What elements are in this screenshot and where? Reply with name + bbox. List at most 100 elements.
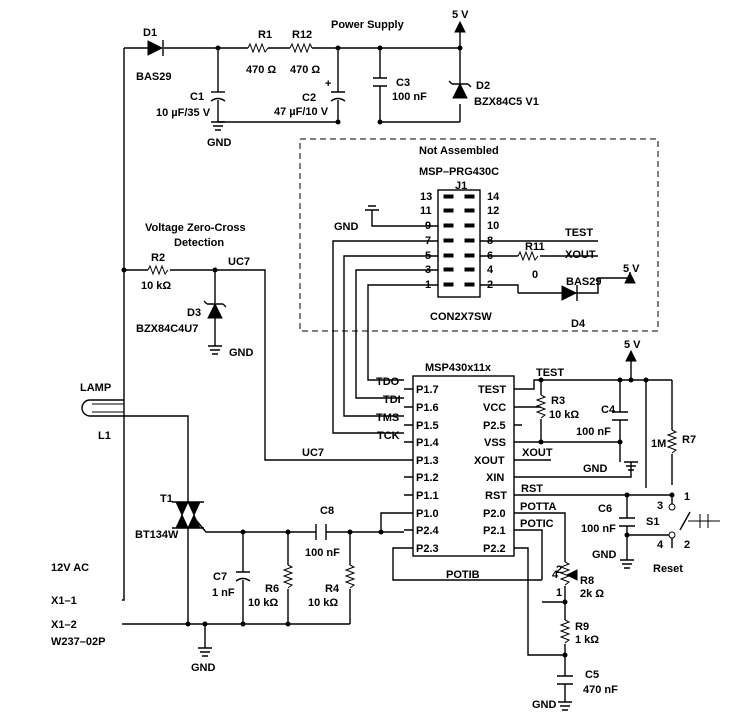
zc-title: Voltage Zero-Cross	[145, 222, 246, 234]
c2-label: C2	[302, 92, 316, 104]
vcc-conn-label: 5 V	[623, 263, 640, 275]
xout-right-label: XOUT	[522, 447, 553, 459]
potib-label: POTIB	[446, 569, 480, 581]
resistor-r11	[517, 250, 539, 262]
gnd-symbol-d3	[208, 345, 222, 355]
mcu-pin-p2-2: P2.2	[483, 543, 506, 555]
conn-name: CON2X7SW	[430, 311, 492, 323]
resistor-r1	[247, 42, 269, 54]
r9-value: 1 kΩ	[575, 634, 599, 646]
resistor-r9	[559, 619, 571, 644]
xout-xin-wire	[522, 459, 638, 478]
mcu-pin-p1-4: P1.4	[416, 437, 440, 449]
c6-label: C6	[598, 503, 612, 515]
gnd-symbol-1	[211, 121, 225, 131]
r2-value: 10 kΩ	[141, 280, 171, 292]
uc7-wire	[124, 269, 404, 461]
vcc-arrow-conn	[624, 271, 636, 284]
capacitor-c8	[315, 524, 327, 540]
d4-label: D4	[571, 318, 586, 330]
s1-label: S1	[646, 516, 659, 528]
d1-label: D1	[143, 27, 157, 39]
c4-label: C4	[601, 404, 616, 416]
l1-label: L1	[98, 430, 111, 442]
c5-label: C5	[585, 669, 599, 681]
w237-label: W237–02P	[51, 636, 105, 648]
vcc-top-label: 5 V	[452, 9, 469, 21]
test-top-label: TEST	[536, 367, 564, 379]
c2-plus: +	[325, 78, 331, 90]
pot-pin-2: 2	[556, 564, 562, 576]
gnd1-label: GND	[207, 137, 232, 149]
mcu-pin-p2-0: P2.0	[483, 508, 506, 520]
tdo-wire	[367, 284, 438, 381]
d2-label: D2	[476, 80, 490, 92]
mcu-body	[412, 375, 515, 557]
diode-d1	[147, 40, 164, 56]
gnd-symbol-bottom	[198, 624, 212, 657]
vcc-arrow-mid	[625, 349, 637, 362]
x1-2-label: X1–2	[51, 619, 77, 631]
diode-d4	[561, 285, 578, 301]
tms-label: TMS	[376, 412, 399, 424]
sw-pin-2: 2	[684, 539, 690, 551]
mcu-pin-p1-6: P1.6	[416, 402, 439, 414]
test-xout-wires	[480, 240, 598, 257]
r1-label: R1	[258, 29, 272, 41]
mcu-pin-vss: VSS	[484, 437, 506, 449]
r4-label: R4	[325, 583, 340, 595]
gnd-d3-label: GND	[229, 347, 254, 359]
triac-t1	[172, 501, 243, 533]
capacitor-c5	[557, 675, 573, 711]
mcu-pin-test: TEST	[478, 384, 506, 396]
mcu-pin-p1-7: P1.7	[416, 384, 439, 396]
mcu-pin-xout: XOUT	[474, 455, 505, 467]
c7-value: 1 nF	[212, 587, 235, 599]
resistor-r3	[535, 394, 547, 419]
p22-wire	[522, 547, 565, 656]
reset-label: Reset	[653, 563, 683, 575]
hdr-pin-14: 14	[487, 191, 500, 203]
tms-wire	[343, 255, 438, 417]
capacitor-c7	[235, 571, 251, 582]
r4-value: 10 kΩ	[308, 597, 338, 609]
d4-value: BAS29	[566, 276, 601, 288]
c6-value: 100 nF	[581, 523, 616, 535]
mcu-pin-p2-1: P2.1	[483, 525, 506, 537]
c8-label: C8	[320, 505, 334, 517]
prg-title: MSP–PRG430C	[419, 166, 499, 178]
j1-label: J1	[455, 180, 467, 192]
zener-d3	[203, 300, 227, 319]
not-assembled-box	[299, 138, 659, 332]
sw-pin-3: 3	[657, 500, 663, 512]
c3-label: C3	[396, 77, 410, 89]
uc7-b-label: UC7	[302, 447, 324, 459]
c5-value: 470 nF	[583, 684, 618, 696]
header-j1	[437, 189, 481, 298]
potic-wire	[522, 529, 543, 580]
gnd-bottom-label: GND	[191, 662, 216, 674]
test-5v-wire	[522, 379, 647, 488]
c4-value: 100 nF	[576, 426, 611, 438]
hdr-pin-11: 11	[420, 205, 432, 217]
rst-label: RST	[521, 483, 543, 495]
mcu-right-pins	[514, 388, 522, 549]
r2-label: R2	[151, 252, 165, 264]
triac-wire	[124, 415, 189, 624]
pot-pin-1: 1	[556, 587, 562, 599]
sw-pin-1: 1	[684, 491, 690, 503]
mcu-pin-p2-4: P2.4	[416, 525, 440, 537]
r7-value: 1M	[651, 438, 666, 450]
vcc-mid-label: 5 V	[624, 339, 641, 351]
tdo-label: TDO	[376, 376, 400, 388]
x1-1-label: X1–1	[51, 595, 77, 607]
resistor-r8	[559, 561, 571, 586]
d3-value: BZX84C4U7	[136, 323, 198, 335]
hdr-pin-4: 4	[487, 264, 494, 276]
switch-s1	[627, 495, 720, 548]
supply-ground-wire	[218, 48, 461, 123]
capacitor-c4	[612, 380, 628, 462]
tck-label: TCK	[377, 430, 400, 442]
r6-label: R6	[265, 583, 279, 595]
